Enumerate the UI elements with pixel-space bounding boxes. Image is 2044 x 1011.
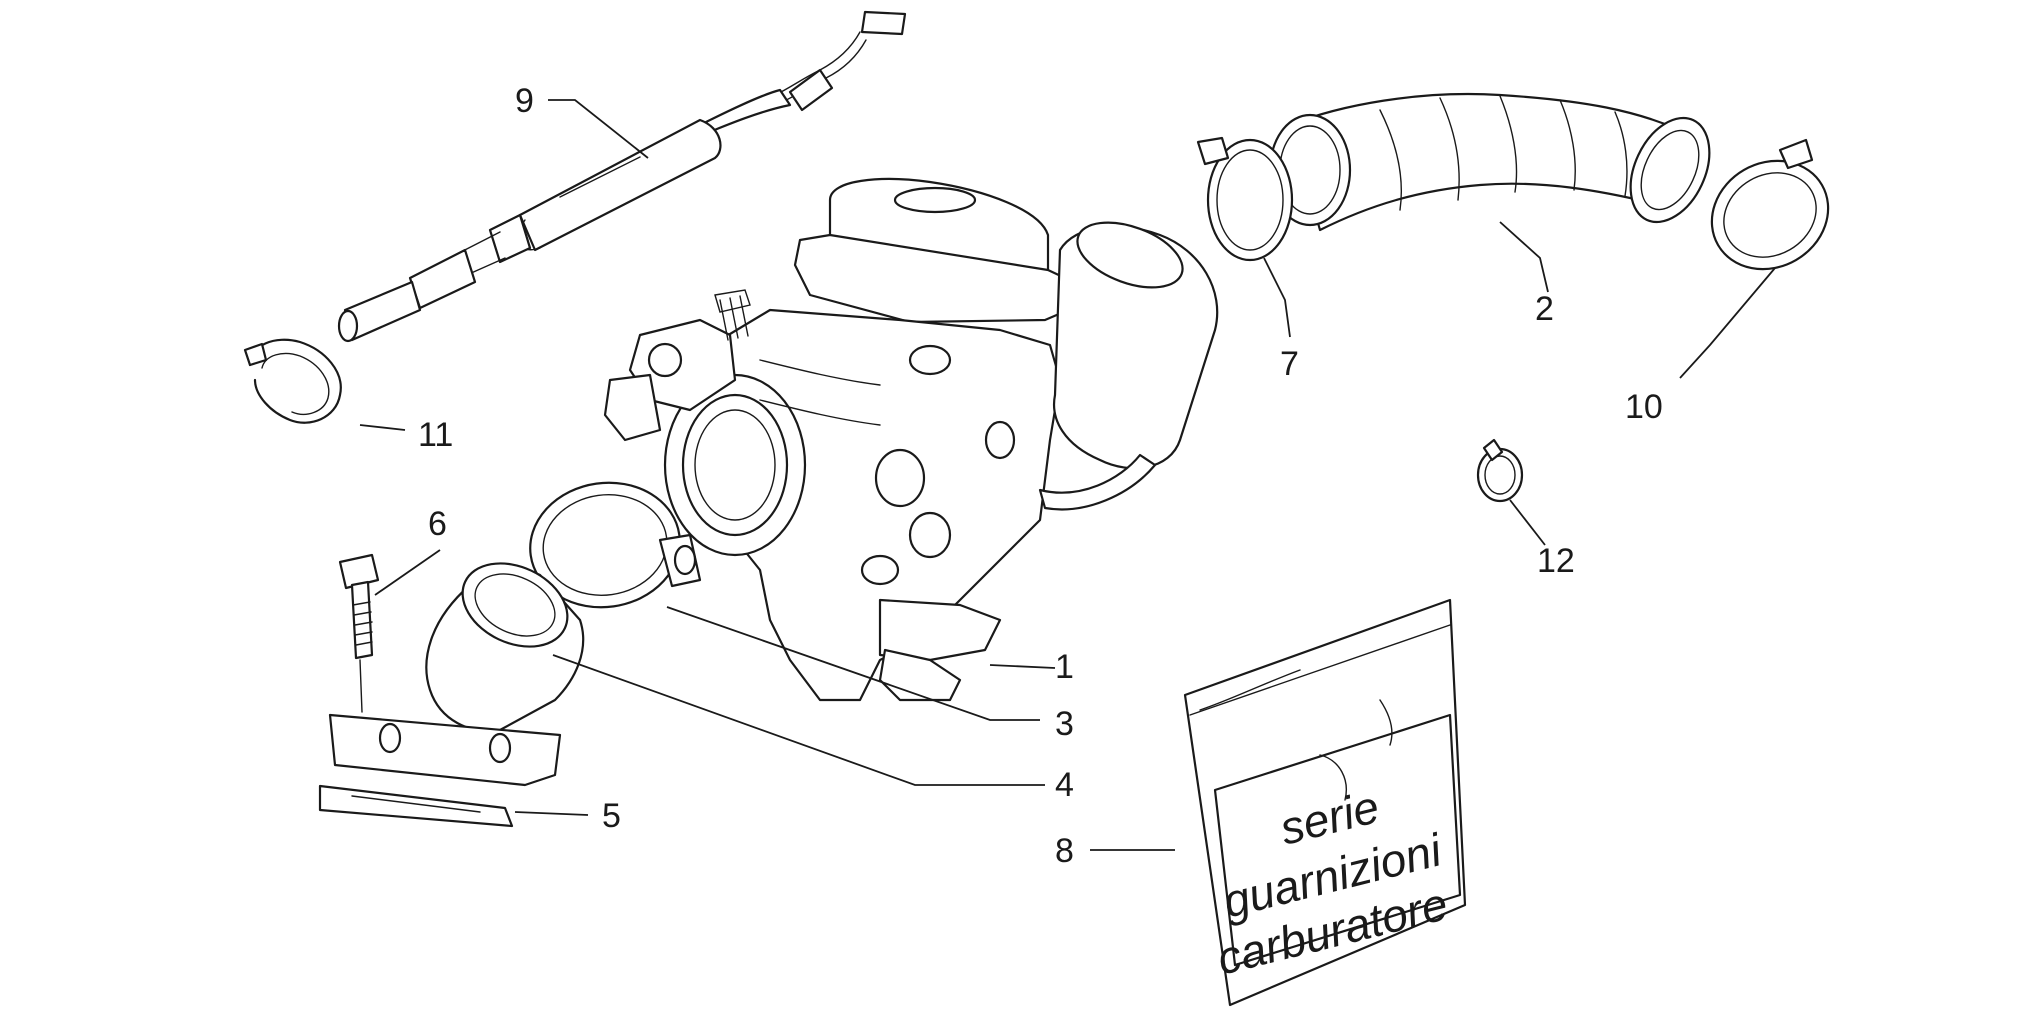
callout-5: 5 <box>602 797 621 835</box>
part-10-clamp <box>1710 138 1830 271</box>
leader-lines <box>359 99 1776 851</box>
callout-2: 2 <box>1535 290 1554 328</box>
part-11-clamp <box>243 338 342 424</box>
callout-7: 7 <box>1280 345 1299 383</box>
part-12-clamp <box>1476 438 1524 503</box>
part-5-gasket <box>318 784 514 828</box>
part-4-intake-manifold <box>328 562 585 787</box>
callout-6: 6 <box>428 505 447 543</box>
callout-9: 9 <box>515 82 534 120</box>
callout-numbers: 1 2 3 4 5 6 7 8 9 10 11 12 <box>418 82 1663 870</box>
callout-8: 8 <box>1055 832 1074 870</box>
part-9-cable <box>337 10 907 343</box>
callout-11: 11 <box>418 416 453 454</box>
callout-10: 10 <box>1625 388 1663 426</box>
callout-4: 4 <box>1055 766 1074 804</box>
part-2-air-hose <box>1268 92 1711 232</box>
part-8-gasket-kit-bag: serie guarnizioni carburatore <box>1183 598 1467 1007</box>
callout-3: 3 <box>1055 705 1074 743</box>
part-7-clamp <box>1196 136 1294 262</box>
callout-1: 1 <box>1055 648 1074 686</box>
part-6-bolt <box>338 553 380 713</box>
part-3-large-clamp <box>529 481 702 609</box>
callout-12: 12 <box>1537 542 1575 580</box>
part-1-carburetor <box>603 177 1219 702</box>
